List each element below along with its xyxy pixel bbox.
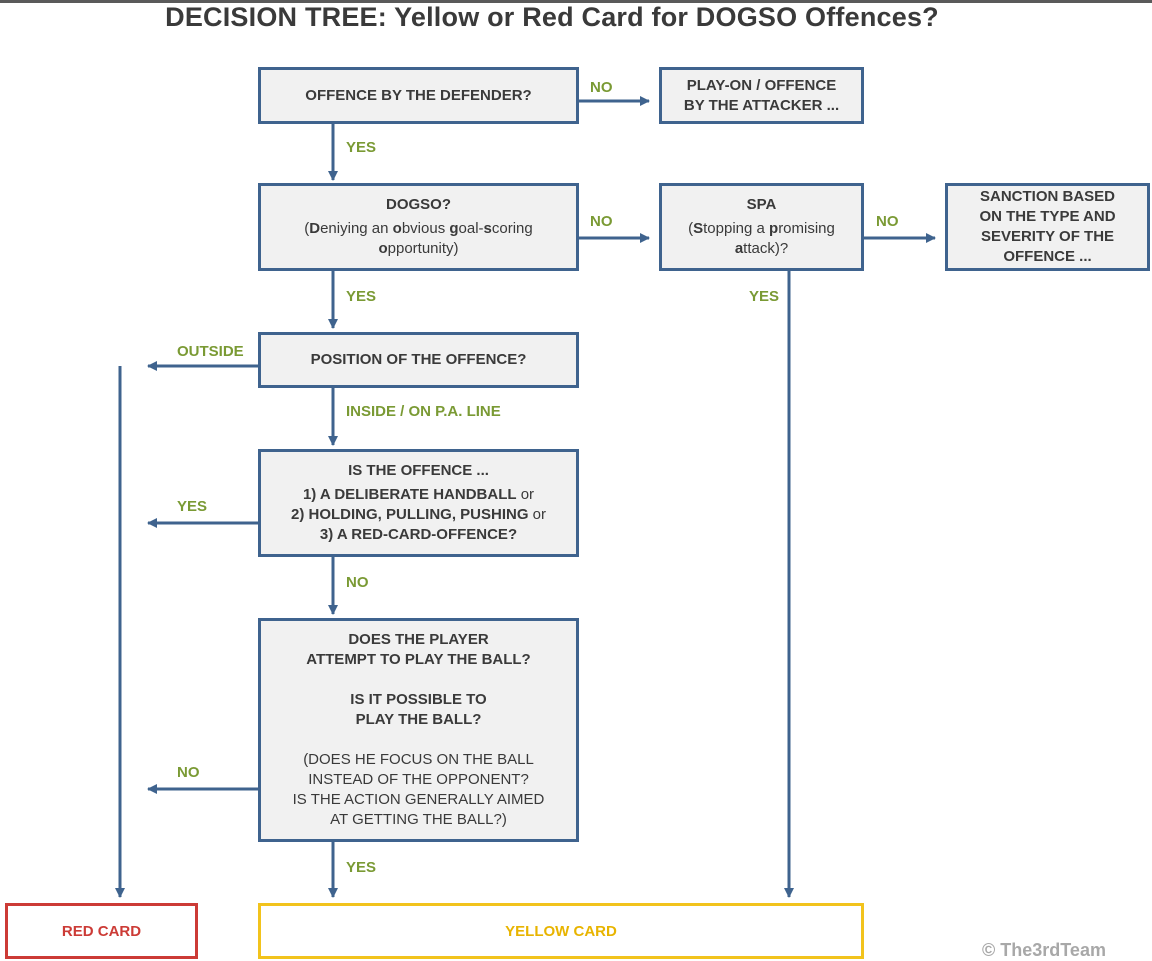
box-dogso: DOGSO? (Deniying an obvious goal-scoring… [258,183,579,271]
page-title: DECISION TREE: Yellow or Red Card for DO… [165,2,939,32]
label-no-3: NO [876,213,899,230]
dogso-definition-line1: (Deniying an obvious goal-scoring [304,220,533,237]
label-yes-1: YES [346,139,377,156]
label-inside: INSIDE / ON P.A. LINE [346,403,501,420]
spa-definition-line1: (Stopping a promising [688,220,835,237]
label-yes-spa: YES [749,288,780,305]
label-outside: OUTSIDE [177,343,244,360]
box-position: POSITION OF THE OFFENCE? [258,332,579,388]
box-play-on: PLAY-ON / OFFENCE BY THE ATTACKER ... [659,67,864,124]
label-no-5: NO [177,764,200,781]
spa-definition-line2: attack)? [734,240,789,257]
dogso-definition-line2: opportunity) [378,240,459,257]
copyright-watermark: © The3rdTeam [982,940,1106,960]
label-no-1: NO [590,79,613,96]
top-border [0,0,1152,3]
label-yes-3: YES [177,498,208,515]
box-sanction: SANCTION BASED ON THE TYPE AND SEVERITY … [945,183,1150,271]
red-card-outcome: RED CARD [5,903,198,959]
label-yes-2: YES [346,288,377,305]
label-no-2: NO [590,213,613,230]
yellow-card-outcome: YELLOW CARD [258,903,864,959]
box-offence-by-defender: OFFENCE BY THE DEFENDER? [258,67,579,124]
label-yes-4: YES [346,859,377,876]
box-is-offence: IS THE OFFENCE ... 1) A DELIBERATE HANDB… [258,449,579,557]
label-no-4: NO [346,574,369,591]
box-attempt-to-play: DOES THE PLAYER ATTEMPT TO PLAY THE BALL… [258,618,579,842]
box-spa: SPA (Stopping a promising attack)? [659,183,864,271]
